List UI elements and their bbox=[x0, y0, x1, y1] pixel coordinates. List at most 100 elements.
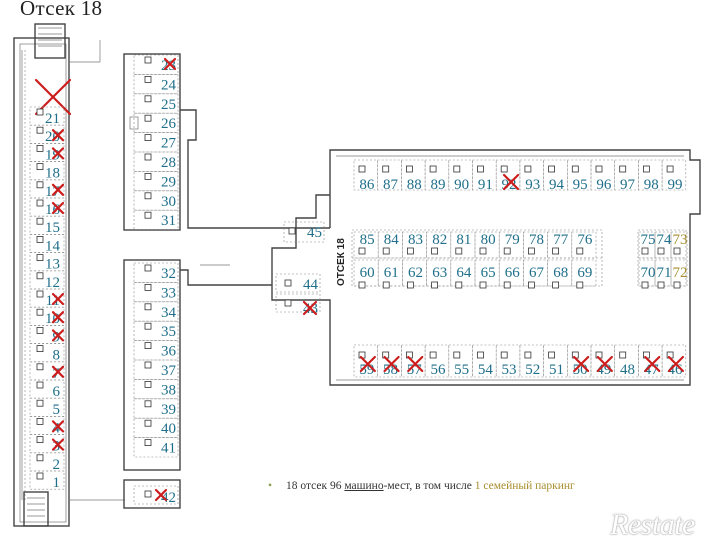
parking-spot[interactable]: 90 bbox=[448, 159, 473, 193]
parking-spot[interactable]: 20 bbox=[29, 124, 65, 145]
parking-spot[interactable]: 81 bbox=[450, 231, 476, 259]
parking-spot[interactable]: 40 bbox=[133, 417, 179, 438]
parking-spot[interactable]: 86 bbox=[353, 159, 379, 193]
parking-spot[interactable]: 72 bbox=[670, 259, 688, 289]
parking-spot[interactable]: 56 bbox=[424, 344, 450, 378]
parking-spot[interactable]: 34 bbox=[133, 301, 179, 322]
parking-spot[interactable]: 28 bbox=[133, 151, 179, 172]
parking-spot[interactable]: 87 bbox=[377, 159, 402, 193]
parking-spot[interactable]: 88 bbox=[401, 159, 426, 193]
parking-spot[interactable]: 97 bbox=[614, 159, 639, 193]
parking-spot[interactable]: 42 bbox=[133, 485, 179, 506]
parking-spot[interactable]: 64 bbox=[450, 259, 476, 289]
parking-spot[interactable]: 82 bbox=[426, 231, 452, 259]
parking-spot[interactable]: 5 bbox=[29, 397, 65, 418]
parking-spot[interactable]: 63 bbox=[426, 259, 452, 289]
parking-spot[interactable]: 54 bbox=[472, 344, 497, 378]
parking-spot[interactable]: 12 bbox=[29, 270, 65, 291]
parking-spot[interactable]: 36 bbox=[133, 340, 179, 361]
parking-spot[interactable]: 9 bbox=[29, 325, 65, 345]
parking-spot[interactable]: 37 bbox=[133, 359, 179, 380]
parking-spot[interactable]: 58 bbox=[377, 344, 402, 378]
parking-spot[interactable]: 27 bbox=[133, 132, 179, 153]
parking-spot[interactable]: 32 bbox=[133, 262, 179, 283]
parking-spot[interactable]: 43 bbox=[275, 293, 321, 317]
parking-spot[interactable]: 19 bbox=[29, 143, 65, 163]
parking-spot[interactable]: 98 bbox=[638, 159, 663, 193]
parking-spot[interactable]: 38 bbox=[133, 379, 179, 400]
parking-spot[interactable]: 49 bbox=[590, 344, 616, 378]
parking-spot[interactable]: 11 bbox=[29, 288, 65, 309]
parking-spot[interactable]: 46 bbox=[661, 344, 687, 378]
parking-spot[interactable]: 67 bbox=[523, 259, 548, 289]
parking-spot[interactable]: 92 bbox=[495, 159, 521, 193]
parking-spot[interactable]: 13 bbox=[29, 252, 65, 273]
parking-spot[interactable]: 18 bbox=[29, 161, 65, 182]
parking-spot[interactable]: 59 bbox=[353, 344, 379, 378]
parking-spot[interactable]: 17 bbox=[29, 179, 65, 200]
parking-spot[interactable]: 24 bbox=[133, 74, 179, 95]
parking-spot[interactable]: 2 bbox=[29, 452, 65, 473]
parking-spot[interactable]: 70 bbox=[638, 259, 656, 289]
parking-spot[interactable]: 45 bbox=[283, 221, 325, 243]
parking-spot[interactable]: 21 bbox=[29, 106, 65, 127]
parking-spot[interactable]: 31 bbox=[133, 209, 179, 230]
parking-spot[interactable]: 44 bbox=[275, 273, 321, 293]
parking-spot[interactable]: 93 bbox=[519, 159, 544, 193]
parking-spot[interactable]: 26 bbox=[133, 112, 179, 133]
parking-spot[interactable]: 50 bbox=[566, 344, 592, 378]
parking-spot[interactable]: 76 bbox=[571, 231, 597, 259]
parking-spot[interactable]: 96 bbox=[590, 159, 616, 193]
parking-spot[interactable]: 61 bbox=[377, 259, 403, 289]
parking-spot[interactable]: 62 bbox=[402, 259, 427, 289]
parking-spot[interactable]: 41 bbox=[133, 437, 179, 458]
parking-spot[interactable]: 15 bbox=[29, 215, 65, 236]
parking-spot[interactable]: 69 bbox=[571, 259, 597, 289]
parking-spot[interactable]: 52 bbox=[519, 344, 544, 378]
parking-spot[interactable]: 77 bbox=[547, 231, 573, 259]
parking-spot[interactable]: 16 bbox=[29, 197, 65, 218]
parking-spot[interactable]: 51 bbox=[543, 344, 568, 378]
parking-spot[interactable]: 99 bbox=[661, 159, 687, 193]
parking-spot[interactable]: 65 bbox=[474, 259, 500, 289]
parking-spot[interactable]: 75 bbox=[638, 231, 656, 259]
parking-spot[interactable]: 68 bbox=[547, 259, 573, 289]
parking-spot[interactable]: 10 bbox=[29, 306, 65, 327]
parking-spot[interactable]: 7 bbox=[29, 361, 65, 382]
parking-spot[interactable]: 55 bbox=[448, 344, 473, 378]
parking-spot[interactable]: 30 bbox=[133, 190, 179, 211]
parking-spot[interactable]: 95 bbox=[566, 159, 592, 193]
parking-spot[interactable]: 79 bbox=[498, 231, 524, 259]
parking-spot[interactable]: 74 bbox=[654, 231, 672, 259]
parking-spot[interactable]: 60 bbox=[353, 259, 379, 289]
parking-spot[interactable]: 89 bbox=[424, 159, 450, 193]
parking-spot[interactable]: 85 bbox=[353, 231, 379, 259]
parking-spot[interactable]: 83 bbox=[402, 231, 427, 259]
parking-spot[interactable]: 71 bbox=[654, 259, 672, 289]
parking-spot[interactable]: 84 bbox=[377, 231, 403, 259]
parking-spot[interactable]: 94 bbox=[543, 159, 568, 193]
parking-spot[interactable]: 29 bbox=[133, 171, 179, 192]
parking-spot[interactable]: 8 bbox=[29, 343, 65, 364]
parking-spot[interactable]: 35 bbox=[133, 320, 179, 341]
parking-spot[interactable]: 80 bbox=[474, 231, 500, 259]
parking-spot[interactable]: 4 bbox=[29, 416, 65, 436]
parking-spot[interactable]: 57 bbox=[401, 344, 426, 378]
parking-spot[interactable]: 6 bbox=[29, 379, 65, 400]
spot-marker-icon bbox=[36, 126, 44, 134]
parking-spot[interactable]: 91 bbox=[472, 159, 497, 193]
parking-spot[interactable]: 47 bbox=[638, 344, 663, 378]
parking-spot[interactable]: 53 bbox=[495, 344, 521, 378]
parking-spot[interactable]: 3 bbox=[29, 434, 65, 455]
parking-spot[interactable]: 39 bbox=[133, 398, 179, 419]
caption-text-2: -мест, в том числе bbox=[383, 480, 475, 492]
parking-spot[interactable]: 48 bbox=[614, 344, 639, 378]
parking-spot[interactable]: 14 bbox=[29, 234, 65, 254]
parking-spot[interactable]: 73 bbox=[670, 231, 688, 259]
parking-spot[interactable]: 33 bbox=[133, 282, 179, 303]
parking-spot[interactable]: 23 bbox=[133, 54, 179, 75]
parking-spot[interactable]: 25 bbox=[133, 93, 179, 114]
parking-spot[interactable]: 1 bbox=[29, 470, 65, 491]
parking-spot[interactable]: 66 bbox=[498, 259, 524, 289]
parking-spot[interactable]: 78 bbox=[523, 231, 548, 259]
